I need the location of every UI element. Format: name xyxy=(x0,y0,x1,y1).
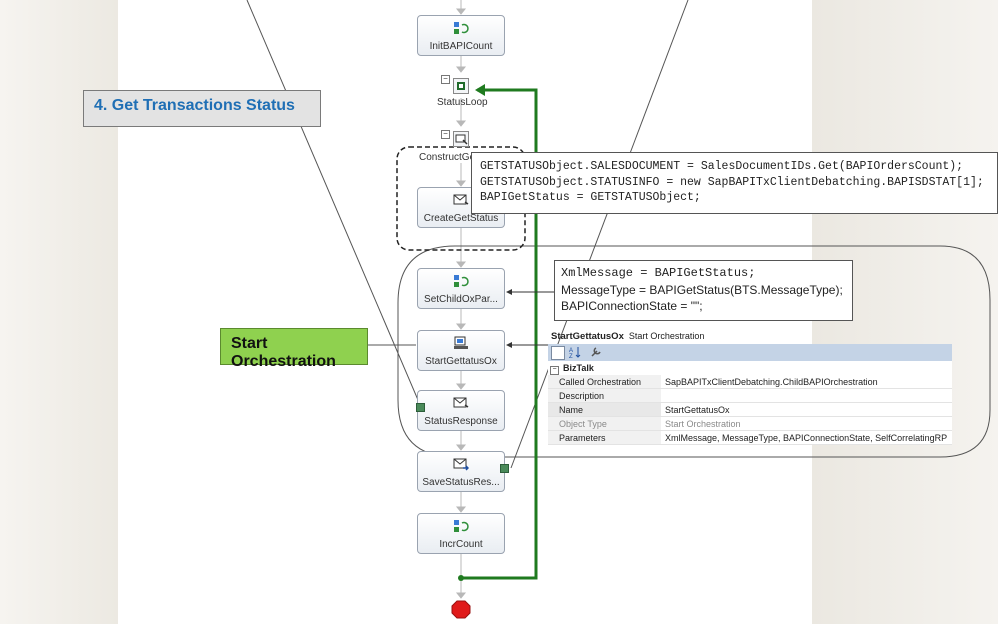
category-label: BizTalk xyxy=(563,363,594,373)
properties-header: StartGettatusOx Start Orchestration xyxy=(548,328,952,344)
shape-label: InitBAPICount xyxy=(429,41,493,52)
callout-start-orchestration: Start Orchestration xyxy=(220,328,368,370)
category-biztalk[interactable]: −BizTalk xyxy=(548,361,952,375)
shape-label: StartGettatusOx xyxy=(425,356,497,367)
construct-label: ConstructGetStatus xyxy=(419,152,507,163)
shape-label: IncrCount xyxy=(439,539,483,550)
expression-icon xyxy=(454,275,469,287)
property-value[interactable]: SapBAPITxClientDebatching.ChildBAPIOrche… xyxy=(661,375,952,389)
send-message-icon xyxy=(453,458,469,471)
construct-code-box: GETSTATUSObject.SALESDOCUMENT = SalesDoc… xyxy=(471,152,998,214)
code-line: GETSTATUSObject.STATUSINFO = new SapBAPI… xyxy=(480,175,984,189)
property-key: Name xyxy=(548,403,661,417)
port-connector xyxy=(416,403,425,412)
property-row[interactable]: Description xyxy=(548,389,952,403)
callout-transactions-status: 4. Get Transactions Status xyxy=(83,90,321,127)
expression-icon xyxy=(454,22,469,34)
property-key: Parameters xyxy=(548,431,661,445)
shape-setchildoxparams[interactable]: SetChildOxPar... xyxy=(417,268,505,309)
code-line: MessageType = BAPIGetStatus(BTS.MessageT… xyxy=(561,282,843,297)
shape-label: SetChildOxPar... xyxy=(424,294,498,305)
property-key: Description xyxy=(548,389,661,403)
construct-message-icon[interactable] xyxy=(453,131,469,147)
property-key: Called Orchestration xyxy=(548,375,661,389)
shape-savestatusresponse[interactable]: SaveStatusRes... xyxy=(417,451,505,492)
svg-text:A: A xyxy=(569,348,573,354)
shape-startgettatusox[interactable]: StartGettatusOx xyxy=(417,330,505,371)
shape-initbapicount[interactable]: InitBAPICount xyxy=(417,15,505,56)
loop-icon[interactable] xyxy=(453,78,469,94)
code-line: XmlMessage = BAPIGetStatus; xyxy=(561,266,756,280)
collapse-icon[interactable]: − xyxy=(441,75,450,84)
shape-label: SaveStatusRes... xyxy=(422,477,500,488)
property-value[interactable]: XmlMessage, MessageType, BAPIConnectionS… xyxy=(661,431,952,445)
code-line: BAPIConnectionState = ""; xyxy=(561,299,703,313)
property-value: Start Orchestration xyxy=(661,417,952,431)
code-line: BAPIGetStatus = GETSTATUSObject; xyxy=(480,191,701,204)
object-type: Start Orchestration xyxy=(628,331,705,341)
shape-label: CreateGetStatus xyxy=(423,213,499,224)
object-name: StartGettatusOx xyxy=(551,331,624,342)
property-pages-icon[interactable] xyxy=(590,346,602,358)
code-line: GETSTATUSObject.SALESDOCUMENT = SalesDoc… xyxy=(480,160,964,173)
property-value[interactable] xyxy=(661,389,952,403)
shape-incrcount[interactable]: IncrCount xyxy=(417,513,505,554)
property-key: Object Type xyxy=(548,417,661,431)
svg-text:Z: Z xyxy=(569,354,573,358)
message-icon xyxy=(453,194,469,205)
message-icon xyxy=(453,397,469,408)
categorized-icon[interactable] xyxy=(551,346,565,360)
loop-label: StatusLoop xyxy=(437,97,488,108)
port-connector xyxy=(500,464,509,473)
shape-label: StatusResponse xyxy=(424,416,498,427)
assign-code-box: XmlMessage = BAPIGetStatus; MessageType =… xyxy=(554,260,853,321)
shape-statusresponse[interactable]: StatusResponse xyxy=(417,390,505,431)
collapse-icon[interactable]: − xyxy=(441,130,450,139)
expression-icon xyxy=(454,520,469,532)
collapse-icon[interactable]: − xyxy=(550,366,559,375)
start-orchestration-icon xyxy=(454,336,468,349)
property-value[interactable]: StartGettatusOx xyxy=(661,403,952,417)
